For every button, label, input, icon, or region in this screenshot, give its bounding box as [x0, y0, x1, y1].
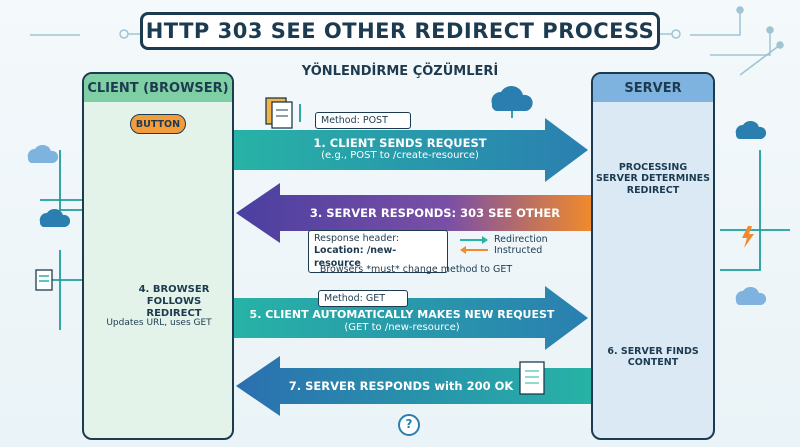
- arrow-step7: [236, 356, 591, 416]
- step1-label: 1. CLIENT SENDS REQUEST (e.g., POST to /…: [250, 136, 550, 163]
- step1-line2: (e.g., POST to /create-resource): [321, 150, 479, 162]
- step6-label: 6. SERVER FINDS CONTENT: [593, 346, 713, 369]
- cloud-icon: [491, 86, 533, 111]
- cloud-icon: [735, 120, 767, 139]
- step4-line2: FOLLOWS: [146, 296, 202, 307]
- processing-line2: SERVER DETERMINES: [595, 173, 711, 185]
- step6-line1: 6. SERVER FINDS: [607, 346, 699, 357]
- step6-line2: CONTENT: [627, 357, 679, 369]
- page-subtitle: YÖNLENDİRME ÇÖZÜMLERİ: [301, 64, 499, 79]
- step4-line1: 4. BROWSER: [138, 284, 210, 295]
- page-title: HTTP 303 SEE OTHER REDIRECT PROCESS: [140, 12, 660, 50]
- document-icon: [265, 97, 293, 129]
- step4-note: Updates URL, uses GET: [106, 318, 212, 328]
- help-circle: [398, 414, 420, 436]
- client-heading: CLIENT (BROWSER): [84, 74, 232, 102]
- arrow-step1: [234, 118, 588, 182]
- redirect-line2: Instructed: [494, 245, 543, 257]
- step3-note: Browsers *must* change method to GET: [319, 264, 513, 275]
- server-panel: [591, 72, 715, 440]
- document-icon: [519, 361, 545, 395]
- step7-label: 7. SERVER RESPONDS with 200 OK: [288, 379, 514, 393]
- redirect-line1: Redirection: [494, 234, 548, 245]
- step1-method-tag: Method: POST: [315, 112, 411, 129]
- step3-label: 3. SERVER RESPONDS: 303 SEE OTHER: [309, 206, 561, 220]
- response-header-label: Response header:: [314, 233, 400, 244]
- step5-label: 5. CLIENT AUTOMATICALLY MAKES NEW REQUES…: [244, 308, 560, 334]
- processing-line3: REDIRECT: [626, 184, 680, 196]
- step1-line1: 1. CLIENT SENDS REQUEST: [313, 136, 487, 150]
- server-processing: PROCESSING SERVER DETERMINES REDIRECT: [593, 162, 713, 196]
- step4-title: 4. BROWSER FOLLOWS REDIRECT: [128, 284, 220, 320]
- step4-line3: REDIRECT: [146, 308, 202, 319]
- step5-line1: 5. CLIENT AUTOMATICALLY MAKES NEW REQUES…: [249, 308, 555, 321]
- cloud-icon: [39, 208, 71, 227]
- cloud-icon: [27, 144, 59, 163]
- step3-response-header: Response header: Location: /new-resource: [308, 230, 448, 274]
- step5-method-tag: Method: GET: [318, 290, 408, 307]
- connector-lines: [40, 104, 790, 350]
- circuit-decoration: [30, 6, 784, 76]
- client-button[interactable]: BUTTON: [130, 114, 186, 134]
- redirect-arrows-icon: [460, 236, 488, 254]
- location-header: Location: /new-resource: [314, 245, 397, 269]
- redirection-instructed: Redirection Instructed: [494, 234, 584, 257]
- server-heading: SERVER: [593, 74, 713, 102]
- help-icon[interactable]: ?: [405, 417, 413, 431]
- document-icon: [35, 269, 53, 291]
- step5-line2: (GET to /new-resource): [344, 321, 460, 333]
- lightning-icon: [742, 226, 754, 248]
- arrow-step3: [236, 183, 591, 243]
- cloud-icon: [735, 286, 767, 305]
- processing-line1: PROCESSING: [618, 162, 688, 173]
